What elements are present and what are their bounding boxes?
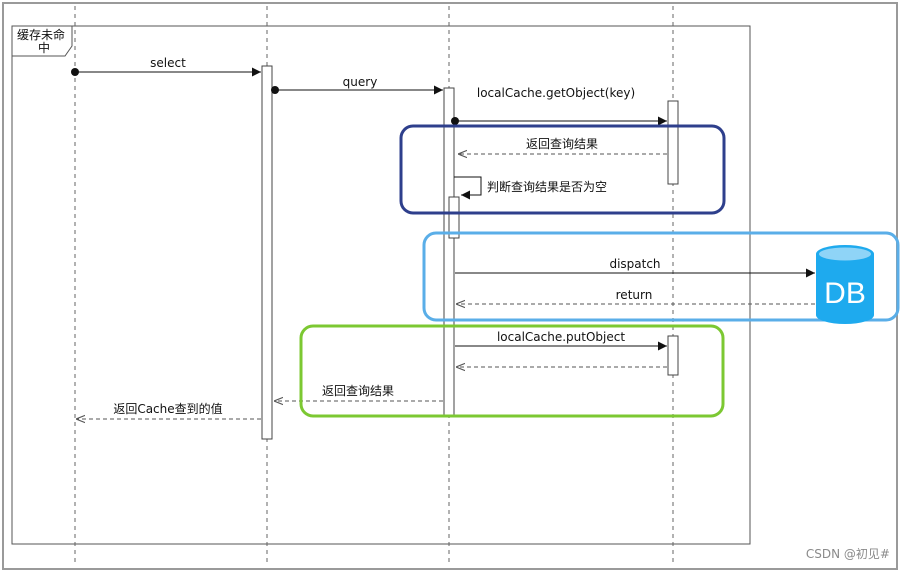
activation-2	[261, 65, 273, 440]
cache-lookup-highlight	[399, 124, 726, 215]
db-dispatch-highlight	[422, 231, 900, 322]
dispatch-label: dispatch	[609, 257, 660, 271]
return-query-result-2-label: 返回查询结果	[322, 384, 394, 398]
activation-4a	[667, 100, 679, 185]
activation-3	[443, 87, 455, 417]
query-label: query	[343, 75, 378, 89]
check-empty-label: 判断查询结果是否为空	[487, 179, 607, 194]
activation-3-nested	[448, 196, 460, 239]
frame-box	[11, 25, 751, 545]
database-label: DB	[824, 277, 866, 310]
database-icon	[816, 245, 874, 324]
cache-store-highlight	[299, 324, 725, 418]
select-label: select	[150, 56, 186, 70]
frame-title-line1: 缓存未命	[17, 27, 65, 42]
return-cache-value-label: 返回Cache查到的值	[113, 401, 222, 416]
return-query-result-1-label: 返回查询结果	[526, 137, 598, 151]
put-object-label: localCache.putObject	[497, 330, 625, 344]
frame-title-line2: 中	[38, 40, 50, 55]
return-label: return	[616, 288, 653, 302]
get-object-label: localCache.getObject(key)	[477, 86, 635, 100]
watermark: CSDN @初见#	[805, 547, 890, 561]
frame-tab	[11, 25, 73, 57]
check-empty-self-arrow	[454, 176, 482, 200]
activation-4b	[667, 335, 679, 376]
